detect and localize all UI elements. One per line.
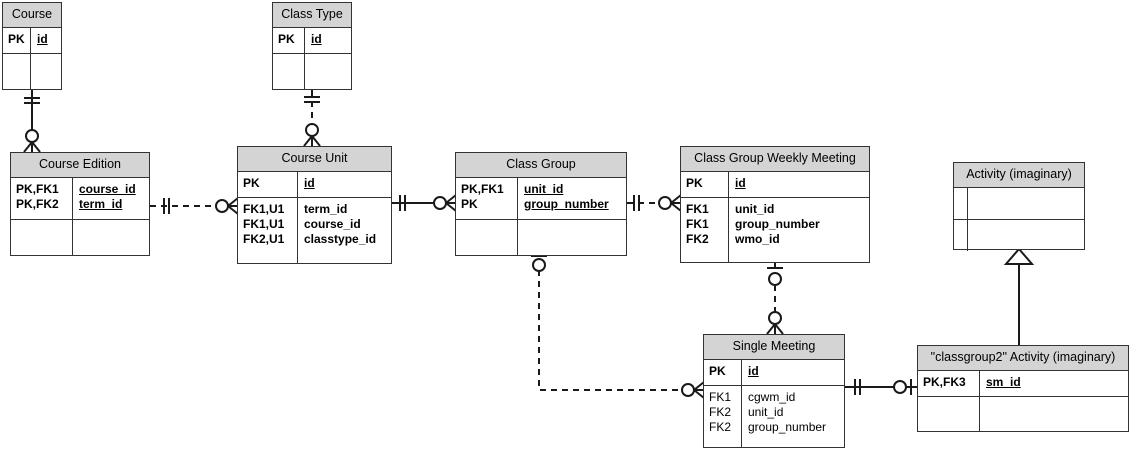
entity-activity-imaginary-attr-section (954, 219, 1084, 251)
relationship-class-group-to-class-group-weekly-meeting[interactable] (627, 194, 682, 212)
attribute-column (518, 220, 626, 255)
entity-course-unit[interactable]: Course Unit PK id FK1,U1 FK1,U1 FK2,U1 t… (237, 146, 392, 264)
entity-course-unit-attr-section: FK1,U1 FK1,U1 FK2,U1 term_id course_id c… (238, 197, 391, 263)
key-column: PK,FK1 PK,FK2 (11, 177, 73, 219)
key-column: PK (238, 171, 298, 197)
entity-course-unit-key-section: PK id (238, 171, 391, 198)
entity-classgroup2-activity-attr-section (918, 396, 1128, 431)
key-column: PK (3, 27, 31, 53)
relationship-course-to-course-edition[interactable] (23, 90, 41, 153)
entity-single-meeting[interactable]: Single Meeting PK id FK1 FK2 FK2 cgwm_id… (703, 334, 845, 448)
entity-course-key-section: PK id (3, 27, 61, 54)
key-column: PK,FK3 (918, 370, 980, 396)
entity-class-group-weekly-meeting-title: Class Group Weekly Meeting (681, 147, 869, 172)
entity-single-meeting-attr-section: FK1 FK2 FK2 cgwm_id unit_id group_number (704, 385, 844, 448)
relationship-course-unit-to-class-group[interactable] (392, 194, 457, 212)
relationship-course-edition-to-course-unit[interactable] (150, 197, 239, 215)
key-column: FK1 FK1 FK2 (681, 197, 729, 262)
entity-classgroup2-activity-imaginary[interactable]: "classgroup2" Activity (imaginary) PK,FK… (917, 345, 1129, 432)
entity-class-group[interactable]: Class Group PK,FK1 PK unit_id group_numb… (455, 152, 627, 256)
entity-activity-imaginary-key-section (954, 187, 1084, 220)
entity-course[interactable]: Course PK id (2, 2, 62, 90)
key-column: PK,FK1 PK (456, 177, 518, 219)
entity-activity-imaginary-title: Activity (imaginary) (954, 163, 1084, 188)
key-column: PK (681, 171, 729, 197)
attribute-column: id (748, 363, 759, 378)
key-column (954, 187, 968, 219)
entity-activity-imaginary[interactable]: Activity (imaginary) (953, 162, 1085, 251)
key-column (954, 219, 968, 251)
entity-class-group-weekly-meeting-key-section: PK id (681, 171, 869, 198)
entity-class-group-attr-section (456, 219, 626, 255)
key-column (456, 219, 518, 255)
entity-class-type-attr-section (273, 53, 351, 89)
entity-course-title: Course (3, 3, 61, 28)
attribute-column (968, 220, 1084, 251)
entity-class-group-weekly-meeting-attr-section: FK1 FK1 FK2 unit_id group_number wmo_id (681, 197, 869, 262)
entity-course-edition-title: Course Edition (11, 153, 149, 178)
relationship-classgroup2-activity-inherits-activity[interactable] (1003, 247, 1035, 345)
entity-classgroup2-activity-imaginary-title: "classgroup2" Activity (imaginary) (918, 346, 1128, 371)
key-column (3, 53, 31, 89)
attribute-column (73, 220, 149, 255)
key-column: PK (704, 359, 742, 385)
entity-course-edition[interactable]: Course Edition PK,FK1 PK,FK2 course_id t… (10, 152, 150, 256)
entity-class-group-weekly-meeting[interactable]: Class Group Weekly Meeting PK id FK1 FK1… (680, 146, 870, 263)
relationship-single-meeting-to-classgroup2-activity[interactable] (845, 379, 917, 395)
entity-class-group-key-section: PK,FK1 PK unit_id group_number (456, 177, 626, 220)
entity-single-meeting-title: Single Meeting (704, 335, 844, 360)
attribute-column: unit_id group_number (524, 181, 609, 211)
entity-classgroup2-activity-key-section: PK,FK3 sm_id (918, 370, 1128, 397)
attribute-column (968, 188, 1084, 219)
key-column (918, 396, 980, 431)
entity-single-meeting-key-section: PK id (704, 359, 844, 386)
attribute-column (31, 54, 61, 89)
entity-class-type-title: Class Type (273, 3, 351, 28)
entity-class-type[interactable]: Class Type PK id (272, 2, 352, 90)
attribute-column: cgwm_id unit_id group_number (748, 389, 827, 434)
relationship-class-group-weekly-meeting-to-single-meeting[interactable] (766, 263, 784, 335)
attribute-column: id (311, 31, 322, 46)
key-column: FK1 FK2 FK2 (704, 385, 742, 448)
attribute-column: id (735, 175, 746, 190)
key-column (11, 219, 73, 255)
attribute-column: id (304, 175, 315, 190)
relationship-class-type-to-course-unit[interactable] (303, 90, 321, 147)
entity-course-edition-key-section: PK,FK1 PK,FK2 course_id term_id (11, 177, 149, 220)
attribute-column: id (37, 31, 48, 46)
entity-course-attr-section (3, 53, 61, 89)
attribute-column: course_id term_id (79, 181, 136, 211)
relationship-class-group-to-single-meeting[interactable] (531, 255, 705, 399)
entity-course-unit-title: Course Unit (238, 147, 391, 172)
entity-class-group-title: Class Group (456, 153, 626, 178)
key-column: PK (273, 27, 305, 53)
attribute-column (305, 54, 351, 89)
key-column (273, 53, 305, 89)
attribute-column (980, 397, 1128, 431)
key-column: FK1,U1 FK1,U1 FK2,U1 (238, 197, 298, 263)
attribute-column: term_id course_id classtype_id (304, 201, 377, 246)
entity-course-edition-attr-section (11, 219, 149, 255)
attribute-column: unit_id group_number wmo_id (735, 201, 820, 246)
attribute-column: sm_id (986, 374, 1021, 389)
entity-class-type-key-section: PK id (273, 27, 351, 54)
